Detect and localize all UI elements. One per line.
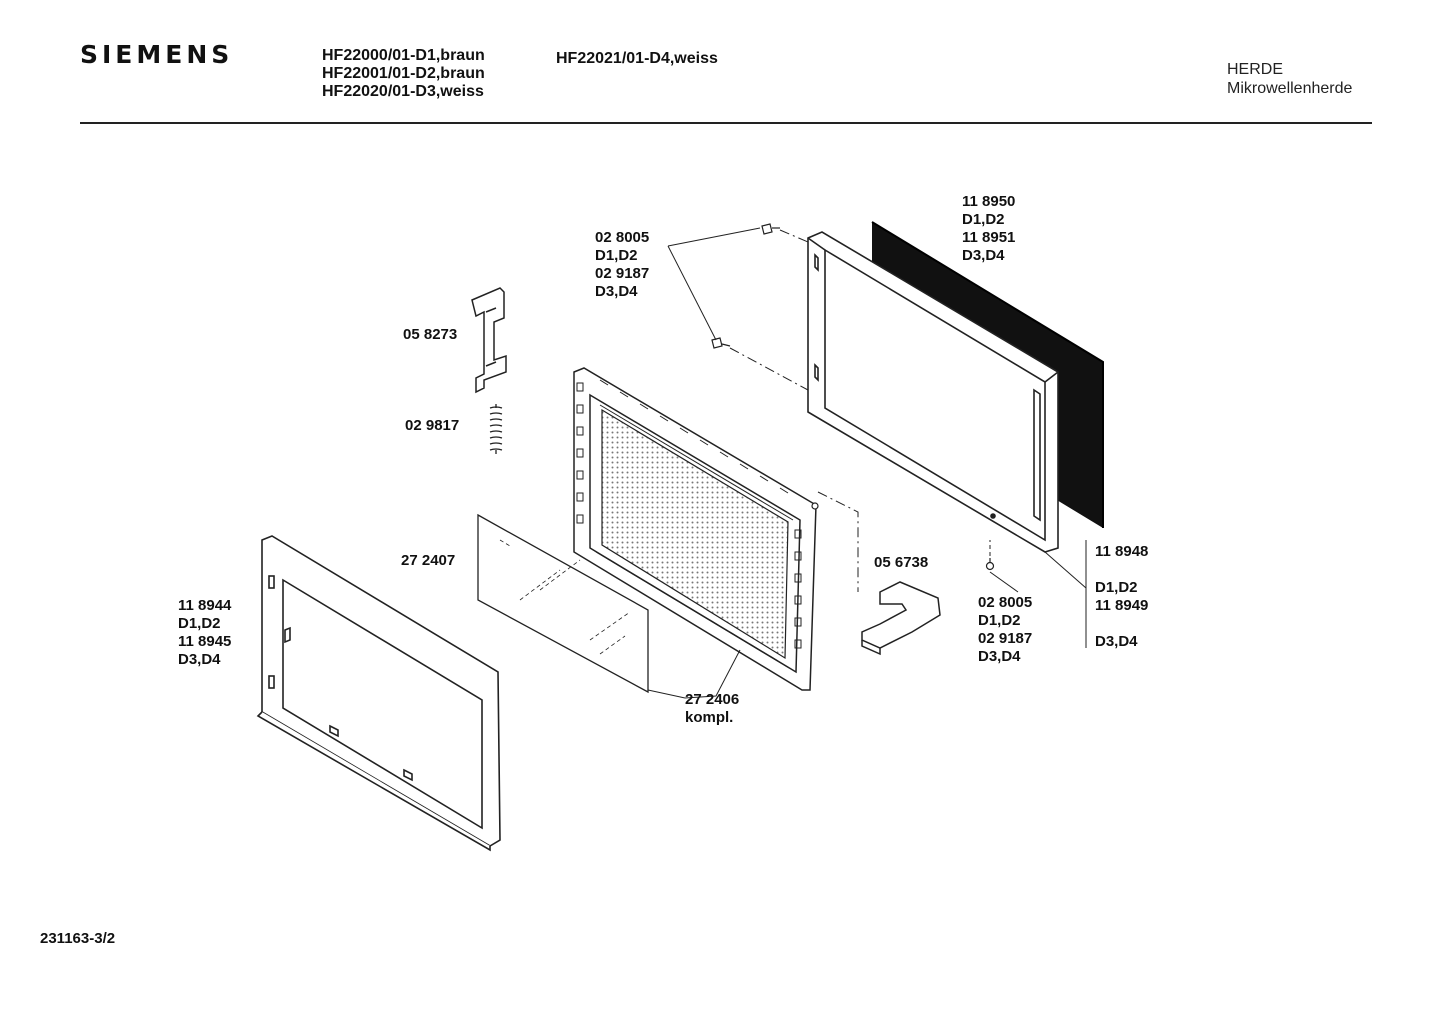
- document-number: 231163-3/2: [40, 930, 116, 947]
- variant-label: D1,D2: [178, 615, 221, 632]
- part-number: 02 8005: [595, 229, 650, 246]
- model-list-right: HF22021/01-D4,weiss: [556, 50, 718, 68]
- callout-028005-top: 02 8005 D1,D2 02 9187 D3,D4: [595, 229, 649, 301]
- brand-logo: SIEMENS: [80, 40, 234, 69]
- part-number: 02 9187: [978, 630, 1033, 647]
- variant-label: D3,D4: [978, 648, 1021, 665]
- variant-label: D3,D4: [178, 651, 221, 668]
- variant-label: D3,D4: [595, 283, 638, 300]
- screw: [711, 223, 995, 571]
- model-item: HF22020/01-D3,weiss: [322, 83, 484, 100]
- part-number: 27 2406: [685, 691, 740, 708]
- part-number: 02 9187: [595, 265, 650, 282]
- callout-118950: 11 8950 D1,D2 11 8951 D3,D4: [962, 193, 1015, 265]
- variant-label: D1,D2: [595, 247, 638, 264]
- part-number: 11 8951: [962, 229, 1016, 246]
- outer-door-frame: [807, 231, 1059, 553]
- category-label: HERDE: [1227, 61, 1284, 78]
- callout-118948: 11 8948 D1,D2 11 8949 D3,D4: [1095, 543, 1148, 651]
- part-number: 11 8944: [178, 597, 232, 614]
- category-block: HERDE Mikrowellenherde: [1227, 60, 1352, 98]
- variant-label: D3,D4: [962, 247, 1005, 264]
- part-number: 11 8949: [1095, 597, 1149, 614]
- model-item: HF22021/01-D4,weiss: [556, 50, 718, 67]
- variant-label: D1,D2: [1095, 579, 1138, 596]
- part-number: 11 8950: [962, 193, 1016, 210]
- part-number: 11 8948: [1095, 543, 1149, 560]
- variant-label: D1,D2: [962, 211, 1005, 228]
- glass-pane: [477, 513, 649, 694]
- hinge-bracket: [861, 581, 941, 656]
- callout-272406: 27 2406 kompl.: [685, 691, 739, 727]
- callout-028005-bottom: 02 8005 D1,D2 02 9187 D3,D4: [978, 594, 1032, 666]
- callout-056738: 05 6738: [874, 554, 929, 571]
- latch-spring: [489, 404, 503, 454]
- part-number: 11 8945: [178, 633, 232, 650]
- model-item: HF22001/01-D2,braun: [322, 65, 485, 82]
- assembly-note: kompl.: [685, 709, 734, 726]
- leader-lines: [647, 227, 1087, 699]
- callout-029817: 02 9817: [405, 417, 460, 434]
- header-divider: [80, 122, 1372, 124]
- model-list-left: HF22000/01-D1,braun HF22001/01-D2,braun …: [322, 47, 485, 101]
- callout-058273: 05 8273: [403, 326, 458, 343]
- variant-label: D1,D2: [978, 612, 1021, 629]
- door-latch-hook: [471, 287, 507, 394]
- front-door-frame: [256, 535, 501, 852]
- model-item: HF22000/01-D1,braun: [322, 47, 485, 64]
- variant-label: D3,D4: [1095, 633, 1138, 650]
- inner-mesh-panel: [573, 367, 817, 691]
- callout-272407: 27 2407: [401, 552, 456, 569]
- part-number: 02 8005: [978, 594, 1033, 611]
- subcategory-label: Mikrowellenherde: [1227, 80, 1353, 97]
- callout-118944: 11 8944 D1,D2 11 8945 D3,D4: [178, 597, 231, 669]
